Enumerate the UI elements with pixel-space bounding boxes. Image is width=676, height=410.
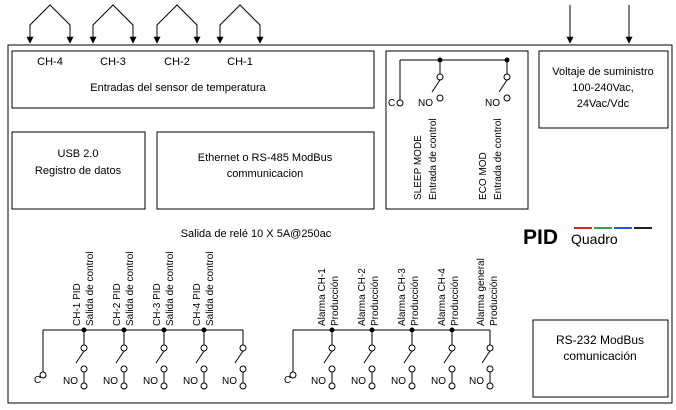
pid-output-sublabel: Salida de control — [165, 252, 176, 327]
alarm-output-label: Alarma general — [476, 258, 487, 326]
eco-mode-label: ECO MOD — [478, 152, 489, 200]
ethernet-title: Ethernet o RS-485 ModBus — [198, 152, 333, 164]
usb-subtitle: Registro de datos — [35, 165, 122, 177]
alarm-output-label: Alarma CH-2 — [357, 268, 368, 326]
rs232-title: RS-232 ModBus — [556, 333, 644, 347]
rs232-box — [532, 319, 669, 398]
relay-no-label: NO — [351, 376, 366, 387]
alarm-relay-wiring — [289, 327, 494, 390]
control-c-label: C — [388, 98, 395, 109]
relay-no-label: NO — [311, 376, 326, 387]
control-inputs-wiring — [396, 57, 511, 107]
usb-box — [11, 131, 146, 210]
pid-output-sublabel: Salida de control — [205, 252, 216, 327]
sensor-inputs-title: Entradas del sensor de temperatura — [90, 82, 266, 94]
relay-no-label: NO — [469, 376, 484, 387]
supply-input-arrows — [566, 5, 633, 44]
channel-label: CH-1 — [227, 56, 253, 68]
relay-c-label: C — [284, 375, 291, 386]
logo-pid-text: PID — [523, 226, 558, 249]
logo-quadro-text: Quadro — [571, 231, 618, 247]
supply-title: Voltaje de suministro — [552, 66, 654, 78]
pid-output-label: CH-4 PID — [192, 283, 203, 326]
alarm-output-label: Alarma CH-3 — [397, 268, 408, 326]
pidquadro-logo: PID Quadro — [523, 226, 652, 249]
pid-output-label: CH-2 PID — [112, 283, 123, 326]
relay-no-label: NO — [63, 376, 78, 387]
ethernet-subtitle: communicacion — [227, 168, 303, 180]
sleep-mode-label: SLEEP MODE — [413, 135, 424, 200]
rs232-subtitle: comunicación — [563, 349, 636, 363]
relay-no-label: NO — [222, 376, 237, 387]
pid-output-label: CH-3 PID — [152, 283, 163, 326]
alarm-output-sublabel: Producción — [489, 276, 500, 326]
pid-output-sublabel: Salida de control — [85, 252, 96, 327]
alarm-output-sublabel: Producción — [410, 276, 421, 326]
relay-no-label: NO — [103, 376, 118, 387]
sensor-input-arrows — [26, 4, 264, 44]
relay-no-label: NO — [143, 376, 158, 387]
relay-c-label: C — [34, 375, 41, 386]
supply-voltage-ac: 100-240Vac, — [572, 82, 634, 94]
pid-relay-wiring — [39, 327, 247, 390]
control-inputs-box — [385, 50, 529, 210]
relay-no-label: NO — [431, 376, 446, 387]
relay-output-title: Salida de relé 10 X 5A@250ac — [181, 228, 332, 240]
sleep-mode-sublabel: Entrada de control — [428, 118, 439, 200]
control-no-label: NO — [485, 98, 500, 109]
alarm-output-label: Alarma CH-4 — [437, 268, 448, 326]
channel-label: CH-3 — [100, 56, 126, 68]
alarm-output-label: Alarma CH-1 — [317, 268, 328, 326]
ethernet-box — [156, 131, 375, 210]
pid-output-sublabel: Salida de control — [125, 252, 136, 327]
supply-box — [538, 50, 669, 129]
supply-voltage-dc: 24Vac/Vdc — [577, 98, 630, 110]
channel-label: CH-4 — [37, 56, 63, 68]
usb-title: USB 2.0 — [58, 148, 99, 160]
channel-label: CH-2 — [164, 56, 190, 68]
pid-output-label: CH-1 PID — [72, 283, 83, 326]
controller-outline — [7, 44, 673, 404]
relay-no-label: NO — [183, 376, 198, 387]
relay-no-label: NO — [391, 376, 406, 387]
sensor-inputs-box — [11, 50, 375, 109]
alarm-output-sublabel: Producción — [450, 276, 461, 326]
control-no-label: NO — [418, 98, 433, 109]
eco-mode-sublabel: Entrada de control — [493, 118, 504, 200]
alarm-output-sublabel: Producción — [330, 276, 341, 326]
alarm-output-sublabel: Producción — [370, 276, 381, 326]
